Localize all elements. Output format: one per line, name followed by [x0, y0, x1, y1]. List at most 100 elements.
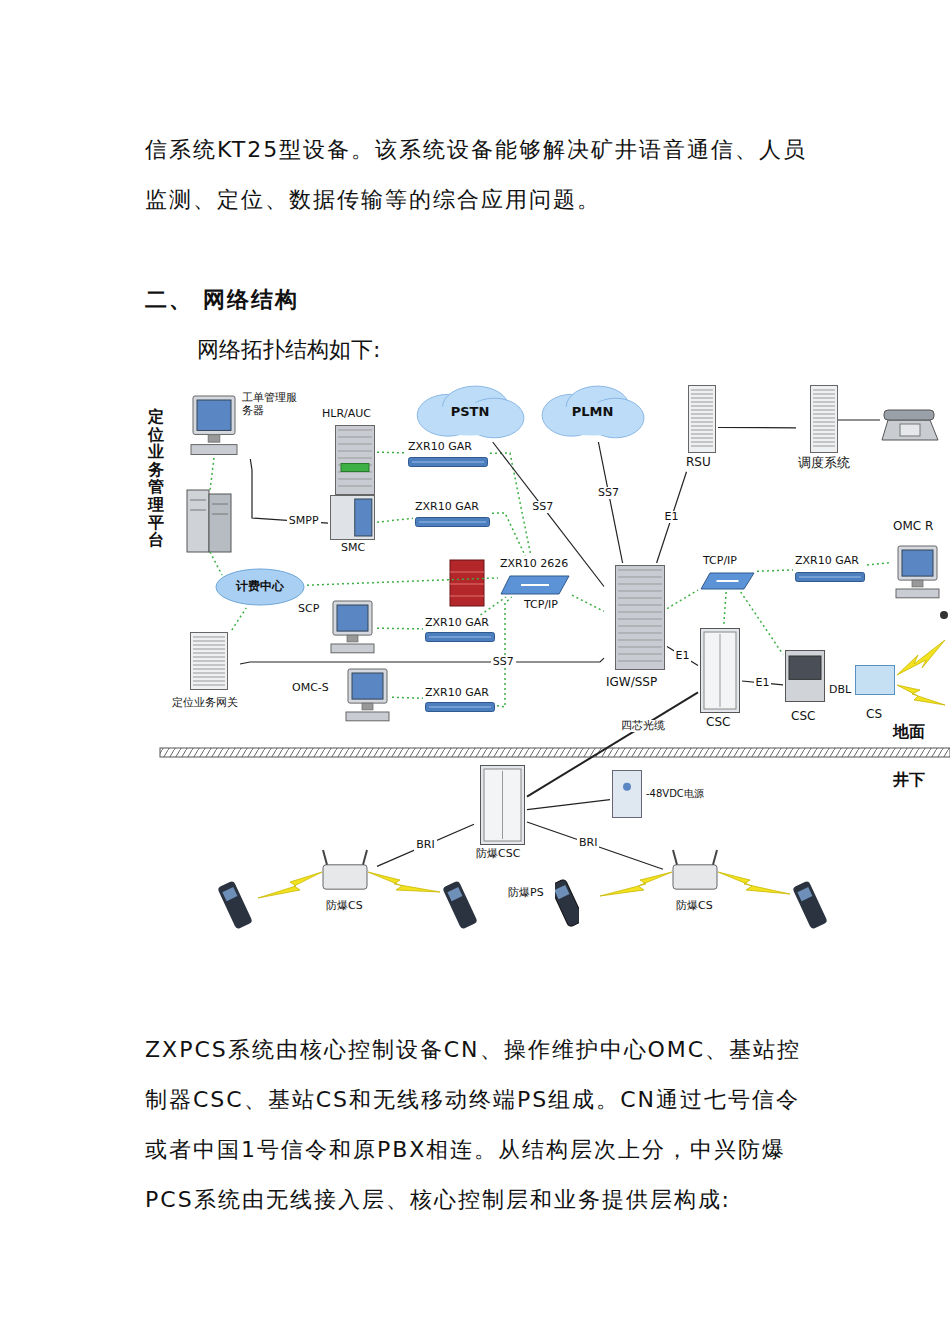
network-node: 计费中心 — [215, 568, 305, 606]
device-icon — [855, 665, 895, 695]
network-node: SCP — [298, 600, 375, 655]
network-node: 防爆PS — [508, 878, 579, 928]
link-line — [598, 442, 622, 563]
device-icon — [335, 425, 375, 495]
network-node: HLR/AUC — [322, 408, 375, 495]
network-node: CS — [855, 665, 895, 722]
firewall — [450, 560, 484, 606]
platform-server — [187, 490, 231, 552]
device-icon — [688, 385, 716, 453]
diagram-text: 地面 — [893, 722, 925, 741]
link-line — [527, 822, 663, 869]
link-label: E1 — [674, 650, 692, 662]
device-icon — [425, 632, 495, 642]
network-node: OMC-S — [292, 668, 390, 723]
link-line — [497, 597, 512, 707]
device-icon — [612, 770, 642, 818]
link-line — [377, 518, 413, 522]
link-line — [724, 592, 726, 626]
device-icon — [500, 575, 570, 595]
network-node: CSC — [785, 650, 825, 724]
network-node: ZXR10 GAR — [425, 687, 495, 712]
network-node: ZXR10 GAR — [795, 555, 865, 582]
link-line — [240, 658, 604, 664]
link-line — [657, 472, 687, 563]
body-paragraph: ZXPCS系统由核心控制设备CN、操作维护中心OMC、基站控制器CSC、基站CS… — [145, 1025, 810, 1225]
node-label: PSTN — [451, 405, 490, 420]
link-line — [867, 563, 891, 565]
diagram-text: TCP/IP — [524, 599, 558, 612]
device-icon — [425, 702, 495, 712]
network-node: RSU — [686, 385, 716, 470]
network-node: OMC R — [893, 520, 940, 600]
network-node: 工单管理服务器 — [190, 392, 300, 457]
link-line — [741, 592, 783, 654]
link-line — [667, 590, 698, 609]
node-label: 防爆CSC — [476, 848, 520, 861]
link-line — [492, 513, 525, 556]
network-node: 定位业务网关 — [172, 632, 238, 710]
node-label: 调度系统 — [798, 456, 850, 471]
device-icon — [408, 457, 488, 467]
device-icon — [700, 572, 755, 590]
node-label: HLR/AUC — [322, 408, 371, 421]
node-label: CSC — [706, 716, 730, 730]
device-icon — [615, 565, 665, 670]
link-label: E1 — [754, 677, 772, 689]
link-label: BRI — [414, 839, 436, 851]
node-label: 防爆PS — [508, 887, 544, 900]
handset — [217, 880, 828, 929]
device-icon — [330, 495, 375, 540]
link-line — [493, 442, 604, 587]
network-node: SMC — [330, 495, 375, 555]
device-icon — [810, 385, 838, 453]
device-icon — [330, 600, 375, 655]
node-label: IGW/SSP — [606, 676, 657, 690]
network-node: 调度系统 — [798, 385, 850, 471]
link-line — [250, 459, 328, 523]
node-label: 防爆CS — [326, 900, 363, 913]
link-label: SS7 — [530, 501, 555, 513]
network-node: 防爆CS — [315, 848, 375, 913]
device-icon — [315, 848, 375, 890]
diagram-text: 井下 — [893, 770, 925, 789]
node-label: ZXR10 GAR — [408, 441, 472, 454]
link-label: SS7 — [491, 656, 516, 668]
network-node: ZXR10 GAR — [415, 501, 490, 527]
link-line — [481, 597, 507, 615]
device-icon — [345, 668, 390, 723]
node-label: ZXR10 GAR — [425, 617, 489, 630]
node-label: TCP/IP — [703, 555, 737, 568]
network-node: 防爆CS — [665, 848, 725, 913]
network-node: CSC — [700, 628, 740, 730]
link-line — [527, 800, 610, 810]
network-node: IGW/SSP — [606, 565, 665, 690]
lan-wire — [210, 552, 222, 575]
node-label: 计费中心 — [236, 580, 284, 594]
section-heading: 二、 网络结构 — [145, 283, 299, 317]
device-icon — [795, 572, 865, 582]
device-icon — [415, 517, 490, 527]
node-label: 定位业务网关 — [172, 697, 238, 710]
link-label: BRI — [577, 837, 599, 849]
device-icon — [555, 878, 579, 928]
node-label: OMC-S — [292, 682, 329, 695]
node-label: CS — [866, 708, 882, 722]
node-label: 防爆CS — [676, 900, 713, 913]
diagram-text: 网络拓扑结构如下: — [197, 333, 380, 367]
node-label: SCP — [298, 603, 319, 616]
node-label: ZXR10 GAR — [415, 501, 479, 514]
ground-band — [160, 748, 950, 757]
link-line — [377, 451, 406, 453]
node-label: ZXR10 GAR — [425, 687, 489, 700]
network-node: ZXR10 GAR — [408, 441, 488, 467]
link-line — [718, 427, 796, 428]
node-label: 工单管理服务器 — [242, 392, 300, 417]
network-node: PLMN — [540, 385, 645, 440]
radio-link — [258, 640, 945, 898]
link-line — [572, 595, 604, 611]
desk-phone — [882, 410, 938, 440]
node-label: ZXR10 GAR — [795, 555, 859, 568]
node-label: PLMN — [572, 405, 614, 420]
node-label: CSC — [791, 710, 815, 724]
